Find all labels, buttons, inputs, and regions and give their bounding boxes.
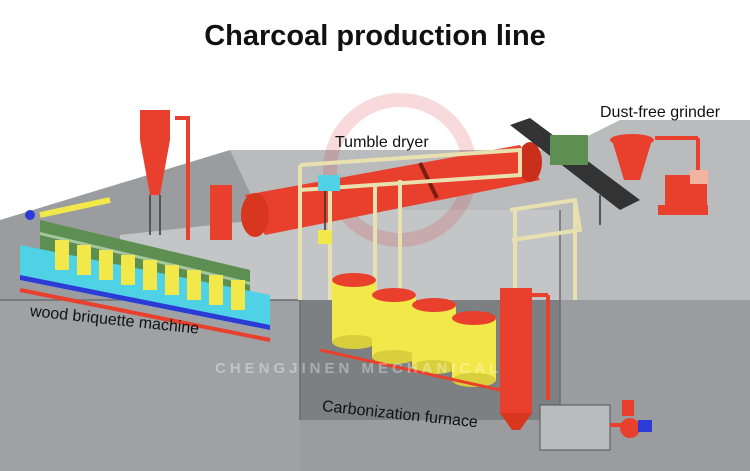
watermark-text: CHENGJINEN MECHANICAL xyxy=(215,360,503,377)
furnace-4 xyxy=(452,311,496,387)
dust-free-grinder xyxy=(610,134,708,215)
page-title: Charcoal production line xyxy=(204,20,546,52)
label-tumble-dryer: Tumble dryer xyxy=(335,134,429,151)
furnace-2 xyxy=(372,288,416,364)
furnace-1 xyxy=(332,273,376,349)
carbonization-furnaces xyxy=(319,273,550,430)
front-floor xyxy=(0,300,300,471)
label-dust-free-grinder: Dust-free grinder xyxy=(600,104,721,121)
briquette-presses xyxy=(55,240,245,310)
cyclone-collector xyxy=(140,110,190,240)
wood-briquette-machine xyxy=(19,197,271,342)
chimney-tower xyxy=(500,288,532,413)
blower-unit xyxy=(539,400,652,451)
furnace-3 xyxy=(412,298,456,374)
crane-hoist xyxy=(318,175,340,244)
inclined-conveyor xyxy=(510,118,640,225)
